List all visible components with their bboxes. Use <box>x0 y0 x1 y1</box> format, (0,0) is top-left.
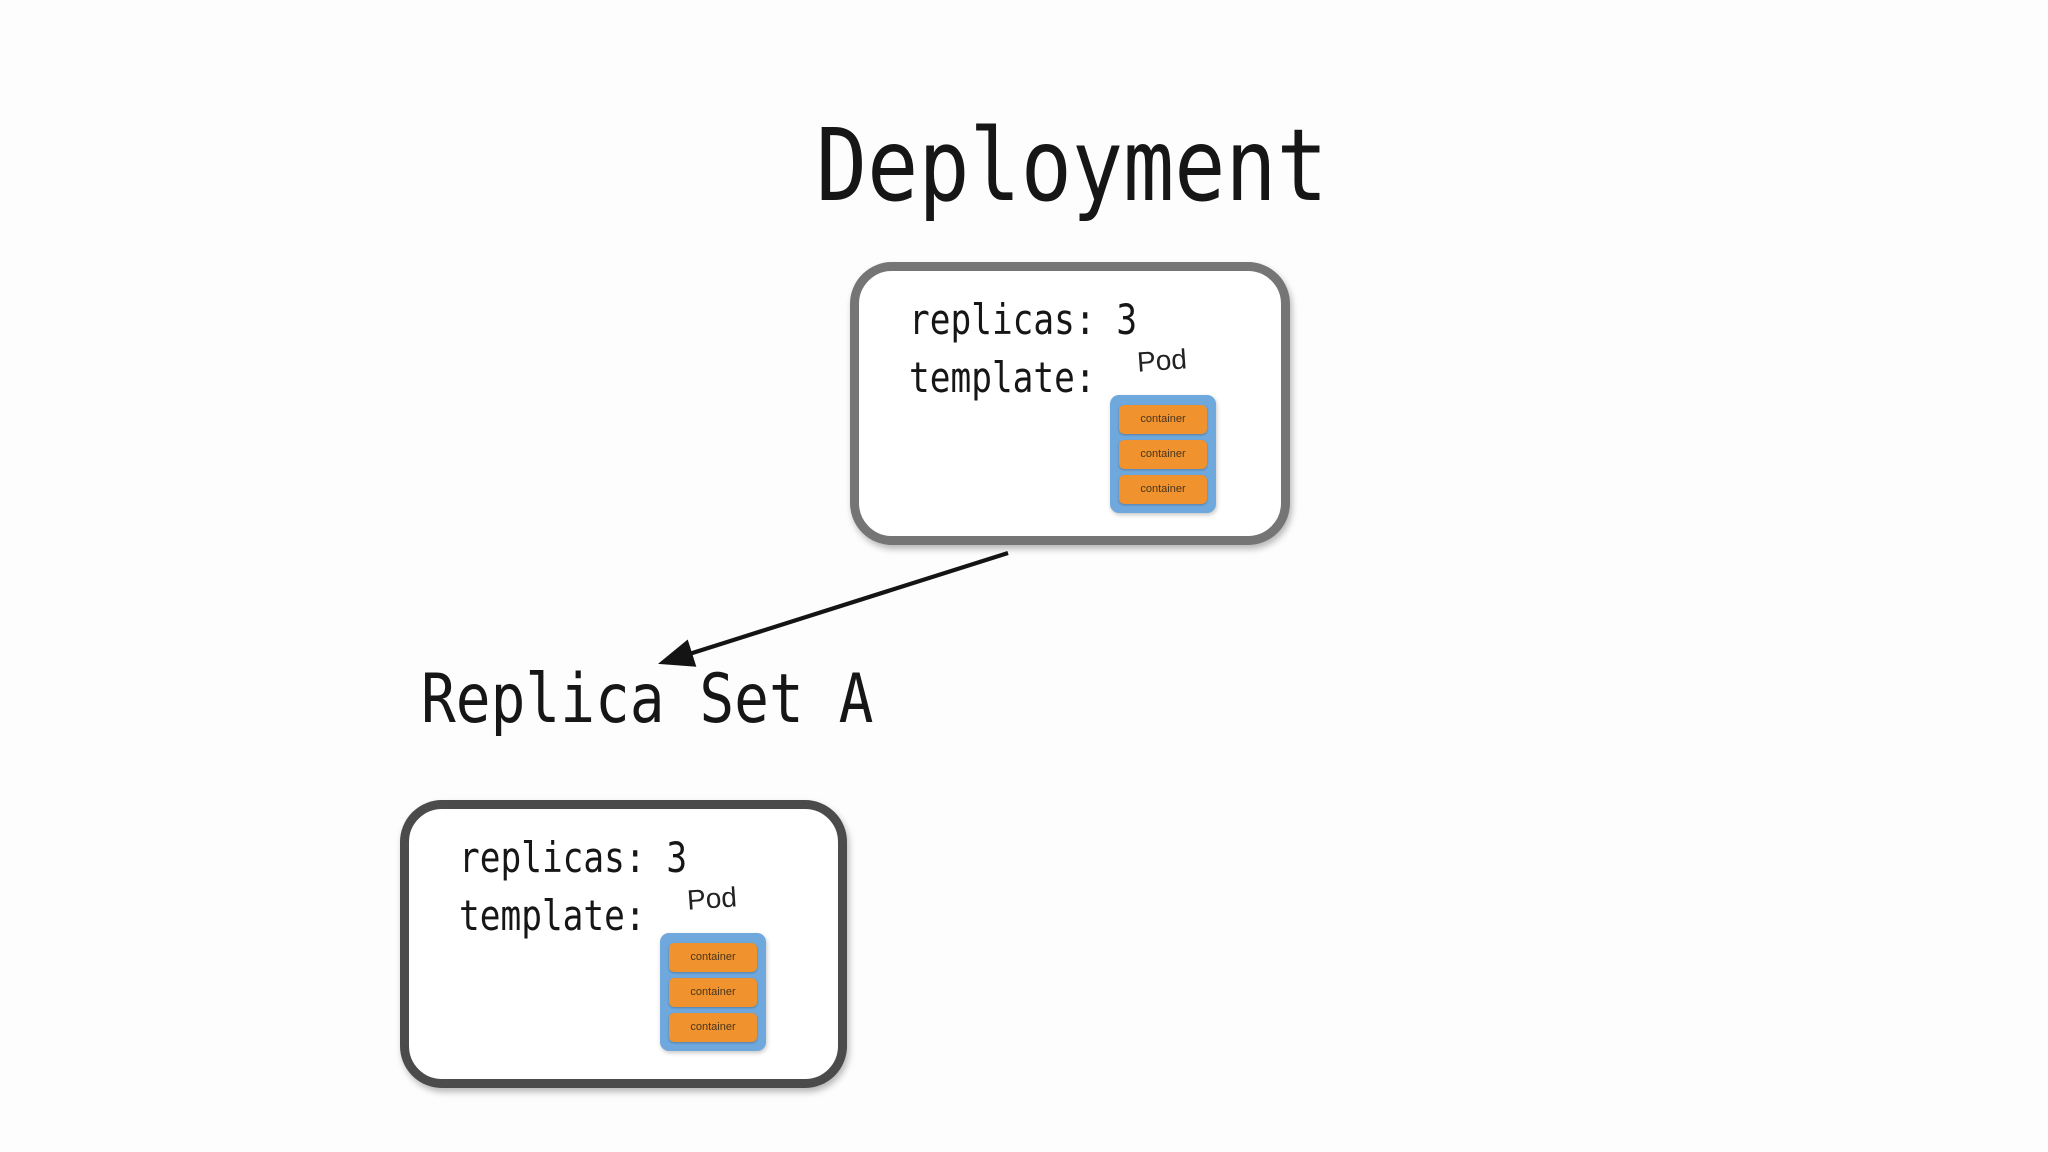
deployment-box: replicas: 3 template: Pod container cont… <box>850 262 1290 545</box>
deployment-title: Deployment <box>816 107 1328 224</box>
deployment-pod-box: container container container <box>1110 395 1216 513</box>
container-chip: container <box>1119 474 1207 504</box>
replicaset-box: replicas: 3 template: Pod container cont… <box>400 800 847 1088</box>
container-chip: container <box>669 942 757 972</box>
replicaset-replicas-line: replicas: 3 <box>459 833 688 882</box>
deployment-pod-label: Pod <box>1135 343 1188 378</box>
replicaset-template-line: template: <box>459 891 646 940</box>
container-chip: container <box>669 1012 757 1042</box>
deployment-replicas-line: replicas: 3 <box>909 295 1138 344</box>
replicaset-pod-label: Pod <box>685 881 738 916</box>
deployment-template-line: template: <box>909 353 1096 402</box>
container-chip: container <box>1119 439 1207 469</box>
container-chip: container <box>669 977 757 1007</box>
replicaset-title: Replica Set A <box>421 660 874 739</box>
container-chip: container <box>1119 404 1207 434</box>
replicaset-pod-box: container container container <box>660 933 766 1051</box>
